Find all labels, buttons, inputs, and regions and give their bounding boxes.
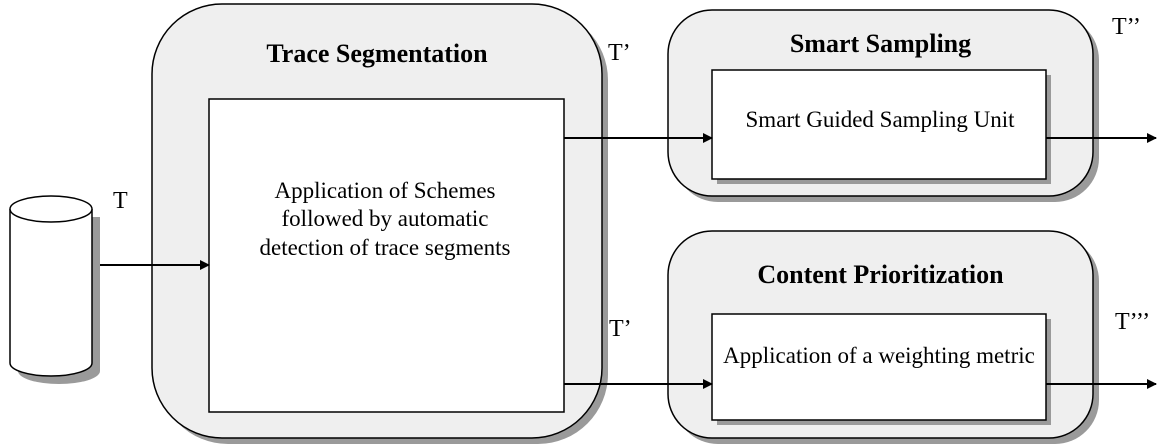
trace-segmentation-title: Trace Segmentation xyxy=(266,39,488,68)
prioritization-output-label: T’’’ xyxy=(1115,309,1151,335)
content-prioritization-box xyxy=(711,313,1051,425)
sampling-output-label: T’’ xyxy=(1112,14,1141,40)
content-prioritization-description: Application of a weighting metric xyxy=(723,343,1035,368)
prioritization-input-label: T’ xyxy=(609,316,632,342)
database-cylinder-icon xyxy=(9,195,100,384)
smart-sampling-description: Smart Guided Sampling Unit xyxy=(745,107,1015,132)
input-label: T xyxy=(113,188,128,214)
smart-sampling-title: Smart Sampling xyxy=(789,29,972,58)
trace-segmentation-description: Application of Schemes followed by autom… xyxy=(259,178,511,260)
smart-sampling-box xyxy=(711,69,1051,184)
content-prioritization-title: Content Prioritization xyxy=(757,260,1004,289)
sampling-input-label: T’ xyxy=(608,40,631,66)
trace-segmentation-box xyxy=(208,98,565,413)
